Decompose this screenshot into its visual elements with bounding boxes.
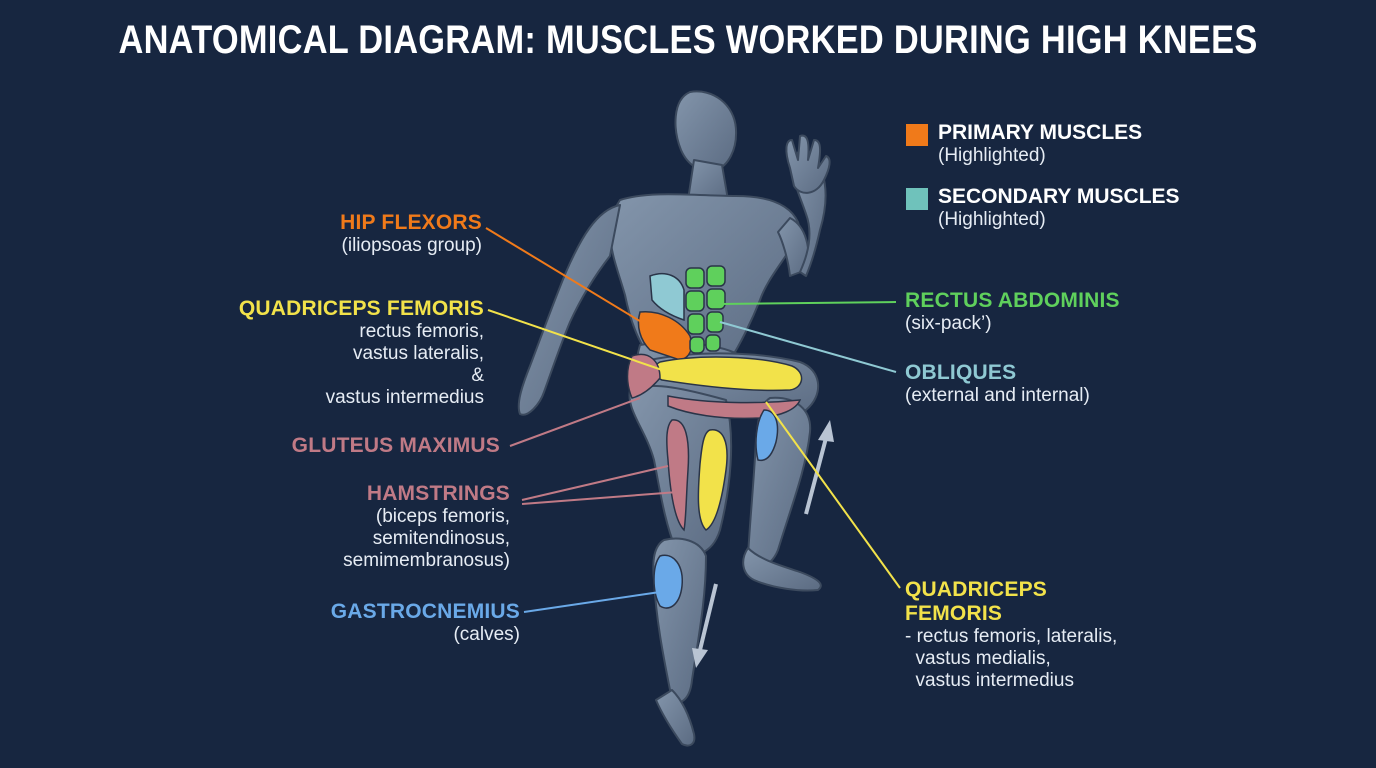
label-quadriceps-right: QUADRICEPS FEMORIS - rectus femoris, lat… <box>905 578 1117 692</box>
rectus-abdominis-detail: (six-pack’) <box>905 313 992 335</box>
rectus-abdominis-name: RECTUS ABDOMINIS <box>905 289 1120 312</box>
oblique-muscle <box>649 272 685 322</box>
leader-rectus-abdominis <box>719 301 897 305</box>
leader-lines <box>485 227 901 613</box>
legend-secondary-swatch <box>906 188 928 210</box>
gastrocnemius-name: GASTROCNEMIUS <box>330 600 520 623</box>
arrow-down <box>698 583 718 651</box>
leader-quadriceps-right <box>765 401 901 589</box>
legend-secondary-label: SECONDARY MUSCLES <box>938 185 1180 208</box>
leader-hamstrings-b <box>521 491 679 505</box>
calf-raised-muscle <box>755 409 779 462</box>
legend-primary: PRIMARY MUSCLES (Highlighted) <box>938 121 1142 167</box>
leader-gastrocnemius <box>523 591 661 613</box>
legend-primary-label: PRIMARY MUSCLES <box>938 121 1143 144</box>
calf-standing-muscle <box>653 554 683 609</box>
gluteus-name: GLUTEUS MAXIMUS <box>291 434 500 457</box>
hip-flexor-muscle <box>637 311 693 361</box>
leader-hip-flexors <box>485 227 649 327</box>
hamstrings-name: HAMSTRINGS <box>366 482 510 505</box>
arrow-up-head <box>818 420 834 442</box>
quadriceps-standing-muscle <box>697 429 728 531</box>
label-hip-flexors: HIP FLEXORS (iliopsoas group) <box>340 211 482 257</box>
leader-quadriceps-left <box>487 309 669 373</box>
arrow-up <box>804 437 828 515</box>
rectus-abdominis-muscle <box>685 265 726 354</box>
legend-secondary-note: (Highlighted) <box>938 209 1046 230</box>
quadriceps-left-detail: rectus femoris, vastus lateralis, & vast… <box>325 321 484 408</box>
label-gastrocnemius: GASTROCNEMIUS (calves) <box>331 600 520 646</box>
label-quadriceps-left: QUADRICEPS FEMORIS rectus femoris, vastu… <box>239 297 484 409</box>
hip-flexors-name: HIP FLEXORS <box>340 211 482 234</box>
legend-secondary: SECONDARY MUSCLES (Highlighted) <box>938 185 1180 231</box>
leader-hamstrings-a <box>521 465 669 501</box>
hamstring-standing-muscle <box>666 419 690 532</box>
label-rectus-abdominis: RECTUS ABDOMINIS (six-pack’) <box>905 289 1120 335</box>
quadriceps-left-name: QUADRICEPS FEMORIS <box>238 297 484 320</box>
label-gluteus: GLUTEUS MAXIMUS <box>292 434 500 458</box>
legend-primary-note: (Highlighted) <box>938 145 1046 166</box>
page-title: ANATOMICAL DIAGRAM: MUSCLES WORKED DURIN… <box>118 18 1258 62</box>
obliques-name: OBLIQUES <box>905 361 1017 384</box>
arrow-down-head <box>692 648 708 668</box>
gastrocnemius-detail: (calves) <box>453 624 520 646</box>
muscle-overlays <box>626 265 803 609</box>
label-hamstrings: HAMSTRINGS (biceps femoris, semitendinos… <box>343 482 510 572</box>
quadriceps-right-detail: - rectus femoris, lateralis, vastus medi… <box>905 626 1118 691</box>
obliques-detail: (external and internal) <box>905 385 1090 407</box>
label-obliques: OBLIQUES (external and internal) <box>905 361 1090 407</box>
hamstrings-detail: (biceps femoris, semitendinosus, semimem… <box>343 506 510 571</box>
motion-arrows <box>692 420 834 668</box>
leader-gluteus <box>509 397 641 447</box>
legend-primary-swatch <box>906 124 928 146</box>
hip-flexors-detail: (iliopsoas group) <box>341 235 482 257</box>
body-silhouette <box>517 90 831 747</box>
quadriceps-right-name: QUADRICEPS FEMORIS <box>905 578 1048 626</box>
leader-obliques <box>719 321 897 373</box>
